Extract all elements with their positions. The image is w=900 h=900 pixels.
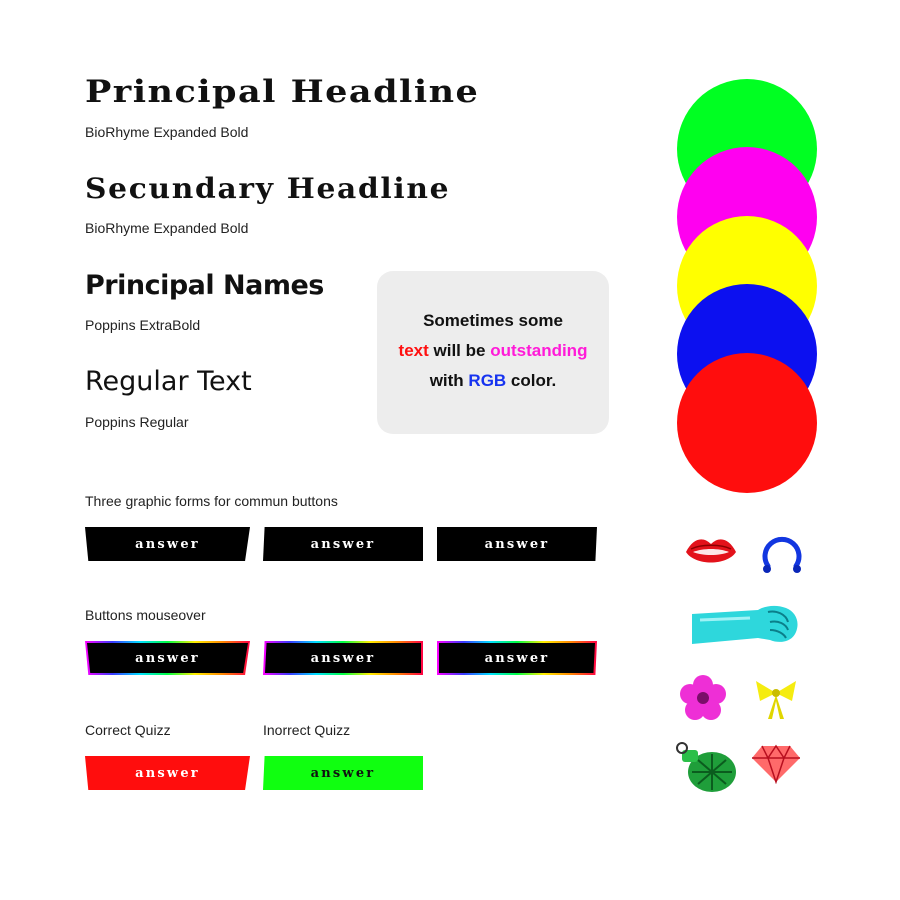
answer-button-hover-3[interactable]: answer: [437, 641, 597, 675]
regular-text-font: Poppins Regular: [85, 414, 189, 430]
principal-headline: Principal Headline: [85, 74, 480, 110]
callout-line-1: Sometimes some: [423, 311, 563, 330]
lips-icon: [683, 530, 739, 574]
common-buttons-label: Three graphic forms for commun buttons: [85, 493, 338, 509]
grenade-icon: [676, 738, 742, 796]
answer-button-form-3[interactable]: answer: [437, 527, 597, 561]
flower-icon: [680, 675, 726, 721]
answer-button-hover-2[interactable]: answer: [263, 641, 423, 675]
bow-icon: [752, 675, 800, 721]
callout-line-3: with RGB color.: [429, 371, 557, 390]
callout-red-word: text: [398, 341, 429, 360]
secondary-headline: Secundary Headline: [85, 172, 451, 205]
principal-names: Principal Names: [85, 270, 324, 301]
principal-names-font: Poppins ExtraBold: [85, 317, 201, 333]
callout-magenta-word: outstanding: [490, 341, 588, 360]
incorrect-quiz-label: Inorrect Quizz: [263, 722, 351, 738]
answer-button-hover-2-label: answer: [265, 643, 421, 673]
callout-line-2: text will be outstanding: [398, 341, 588, 360]
arm-fist-icon: [690, 600, 802, 650]
color-callout-card: Sometimes some text will be outstanding …: [377, 271, 609, 434]
answer-button-form-1[interactable]: answer: [85, 527, 250, 561]
principal-headline-font: BioRhyme Expanded Bold: [85, 124, 249, 140]
answer-button-hover-1-label: answer: [87, 643, 248, 673]
answer-button-hover-3-label: answer: [439, 643, 595, 673]
palette-circle-red: [677, 353, 817, 493]
answer-button-green[interactable]: answer: [263, 756, 423, 790]
mouseover-buttons-label: Buttons mouseover: [85, 607, 206, 623]
correct-quiz-label: Correct Quizz: [85, 722, 171, 738]
piercing-ring-icon: [758, 530, 806, 578]
diamond-icon: [750, 744, 802, 784]
answer-button-red[interactable]: answer: [85, 756, 250, 790]
answer-button-hover-1[interactable]: answer: [85, 641, 250, 675]
secondary-headline-font: BioRhyme Expanded Bold: [85, 220, 249, 236]
regular-text: Regular Text: [85, 366, 252, 397]
callout-blue-word: RGB: [468, 371, 507, 390]
answer-button-form-2[interactable]: answer: [263, 527, 423, 561]
